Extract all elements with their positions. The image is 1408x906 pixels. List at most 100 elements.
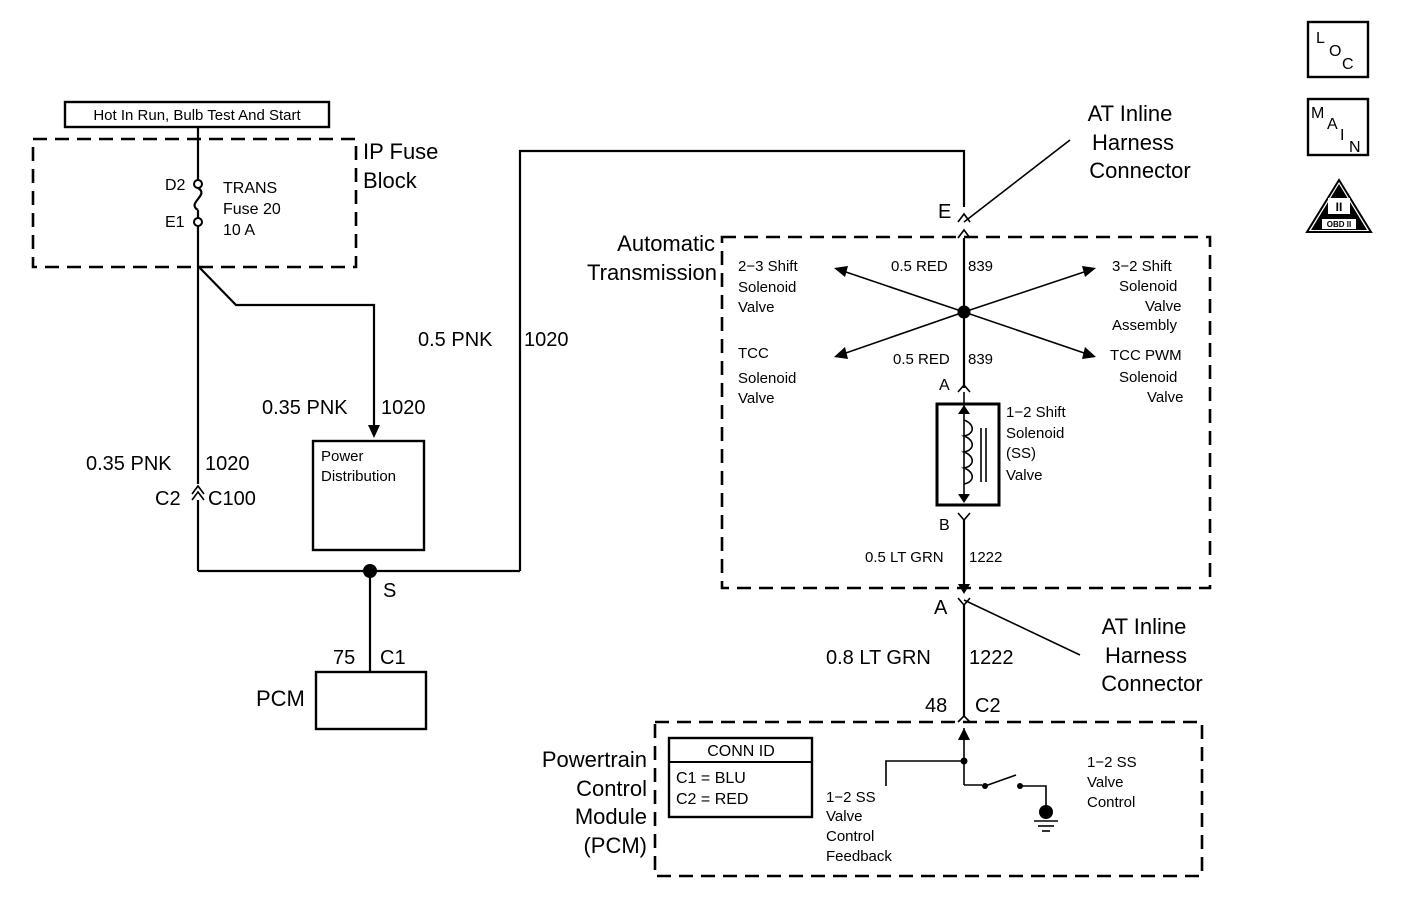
svg-text:L: L [1316, 30, 1325, 47]
conn-id-c2: C2 = RED [676, 791, 748, 808]
svg-text:C: C [1342, 56, 1354, 73]
conn-id-title: CONN ID [707, 743, 775, 760]
automatic-transmission-label-1: Automatic [617, 231, 715, 256]
svg-text:Solenoid: Solenoid [738, 279, 796, 296]
pcm-small-label: PCM [256, 686, 305, 711]
at-inline-bottom-3: Connector [1101, 671, 1203, 696]
hot-in-run-label: Hot In Run, Bulb Test And Start [93, 107, 301, 124]
svg-text:Solenoid: Solenoid [1119, 369, 1177, 386]
automatic-transmission-label-2: Transmission [587, 260, 717, 285]
power-distribution-label-2: Distribution [321, 468, 396, 485]
ip-fuse-block-name-2: Block [363, 168, 418, 193]
at-inline-bottom-1: AT Inline [1102, 614, 1187, 639]
ip-fuse-block-outline [31, 137, 358, 269]
connector-c2-label: C2 [155, 488, 181, 510]
valve-tccpwm-label: TCC PWM Solenoid Valve [1110, 347, 1183, 406]
conn-id-table: CONN ID C1 = BLU C2 = RED [667, 736, 814, 819]
svg-text:1−2 SS: 1−2 SS [826, 789, 876, 806]
svg-text:1−2 Shift: 1−2 Shift [1006, 404, 1066, 421]
wire-pnk-long [518, 149, 966, 571]
at-top-leader [963, 139, 1071, 223]
svg-text:I: I [1340, 127, 1344, 144]
valve-32-label: 3−2 Shift Solenoid Valve Assembly [1112, 258, 1181, 334]
svg-text:M: M [1311, 105, 1324, 122]
pcm-module-outline [653, 720, 1204, 878]
svg-text:OBD II: OBD II [1327, 220, 1351, 229]
fuse-symbol [193, 187, 203, 211]
wire-circuit-ltgrn-inner: 1222 [969, 549, 1002, 566]
svg-text:O: O [1329, 43, 1341, 60]
valve-12-label: 1−2 Shift Solenoid (SS) Valve [1006, 404, 1066, 484]
control-label: 1−2 SS Valve Control [1087, 754, 1137, 811]
svg-text:N: N [1349, 139, 1361, 156]
pcm-pin-75: 75 [333, 647, 355, 669]
ip-fuse-block-name-1: IP Fuse [363, 139, 438, 164]
wire-label-ltgrn-inner: 0.5 LT GRN [865, 549, 944, 566]
pcm2-pin-48: 48 [925, 695, 947, 717]
wire-label-ltgrn-outer: 0.8 LT GRN [826, 647, 931, 669]
svg-text:Valve: Valve [826, 808, 862, 825]
at-inline-top-1: AT Inline [1088, 101, 1173, 126]
power-distribution-label-1: Power [321, 448, 364, 465]
svg-text:TCC: TCC [738, 345, 769, 362]
at-inline-top-2: Harness [1092, 130, 1174, 155]
wire-label-pnk-left: 0.35 PNK [86, 453, 172, 475]
wire-label-pnk-long: 0.5 PNK [418, 329, 493, 351]
wire-circuit-red-mid: 839 [968, 351, 993, 368]
svg-text:Valve: Valve [738, 390, 774, 407]
svg-text:TCC PWM: TCC PWM [1110, 347, 1182, 364]
svg-text:A: A [1327, 116, 1338, 133]
ground-icon [1039, 805, 1053, 819]
solenoid-pin-b: B [939, 517, 950, 534]
at-inline-bottom-2: Harness [1105, 643, 1187, 668]
svg-text:Solenoid: Solenoid [738, 370, 796, 387]
feedback-line [885, 760, 964, 786]
conn-id-c1: C1 = BLU [676, 770, 746, 787]
svg-text:Valve: Valve [1087, 774, 1123, 791]
svg-text:3−2 Shift: 3−2 Shift [1112, 258, 1172, 275]
svg-text:Valve: Valve [738, 299, 774, 316]
wire-label-red-mid: 0.5 RED [893, 351, 950, 368]
svg-text:Solenoid: Solenoid [1006, 425, 1064, 442]
pcm-connector-c1: C1 [380, 647, 406, 669]
loc-icon[interactable]: L O C [1306, 20, 1370, 79]
at-top-pin-e: E [938, 201, 951, 223]
pcm-module-label-1: Powertrain [542, 747, 647, 772]
valve-tcc-label: TCC Solenoid Valve [738, 345, 796, 407]
feedback-label: 1−2 SS Valve Control Feedback [826, 789, 892, 865]
wire-circuit-red-top: 839 [968, 258, 993, 275]
svg-text:(SS): (SS) [1006, 445, 1036, 462]
solenoid-coil [960, 419, 974, 485]
fuse-pin-e1: E1 [165, 214, 185, 231]
main-icon[interactable]: M A I N [1306, 97, 1370, 157]
svg-text:Valve: Valve [1147, 389, 1183, 406]
switch-blade [984, 774, 1017, 787]
svg-text:Control: Control [826, 828, 874, 845]
obd-ii-icon[interactable]: II OBD II [1305, 178, 1373, 233]
wire-circuit-ltgrn-outer: 1222 [969, 647, 1014, 669]
pcm-module-label-3: Module [575, 804, 647, 829]
wire-label-red-top: 0.5 RED [891, 258, 948, 275]
valve-23-label: 2−3 Shift Solenoid Valve [738, 258, 798, 316]
svg-text:Feedback: Feedback [826, 848, 892, 865]
fuse-name: TRANS [223, 180, 277, 197]
wire-circuit-pnk-left: 1020 [205, 453, 250, 475]
fuse-pin-d2: D2 [165, 177, 186, 194]
svg-text:Assembly: Assembly [1112, 317, 1178, 334]
power-distribution-box [311, 439, 426, 552]
connector-c100-label: C100 [208, 488, 256, 510]
fuse-number: Fuse 20 [223, 201, 281, 218]
solenoid-pin-a: A [939, 377, 950, 394]
at-bottom-pin-a: A [934, 597, 948, 619]
pcm2-connector-c2: C2 [975, 695, 1001, 717]
fuse-rating: 10 A [223, 222, 255, 239]
pcm-small-box [314, 670, 428, 731]
pcm-module-label-2: Control [576, 776, 647, 801]
hot-in-run-label-box: Hot In Run, Bulb Test And Start [63, 100, 331, 129]
wire-circuit-pnk-long: 1020 [524, 329, 569, 351]
svg-text:Valve: Valve [1006, 467, 1042, 484]
wire-circuit-pnk-mid: 1020 [381, 397, 426, 419]
splice-label: S [383, 580, 396, 602]
svg-text:Valve: Valve [1145, 298, 1181, 315]
